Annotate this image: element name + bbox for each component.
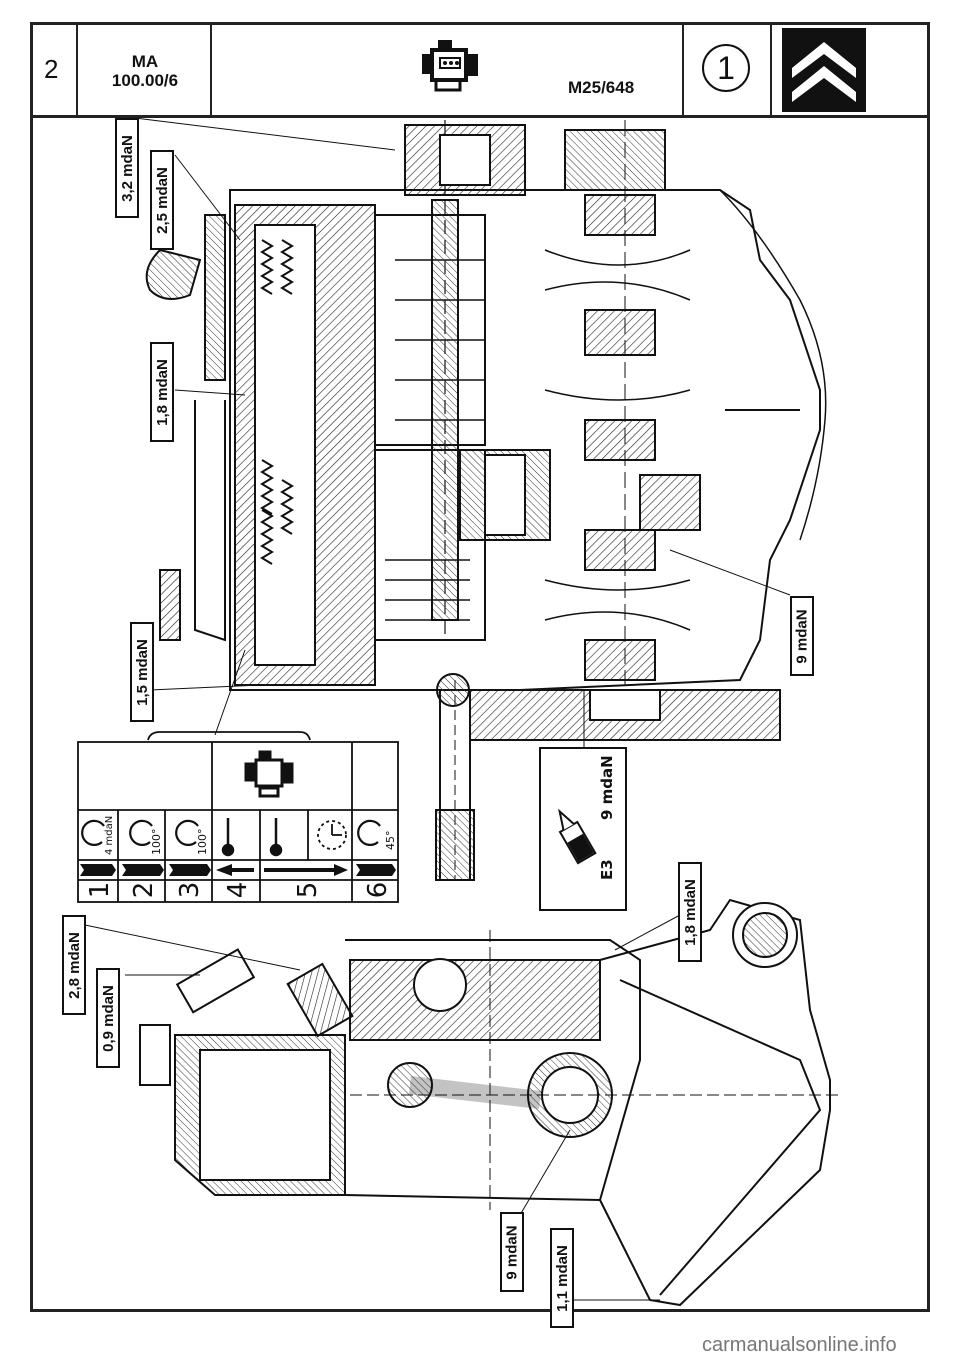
seq-value-2: 100°	[150, 829, 163, 856]
seq-step-6: 6	[363, 882, 393, 899]
circled-number-cell: 1	[684, 22, 772, 118]
circled-number: 1	[702, 44, 750, 92]
sealant-box	[539, 747, 627, 911]
torque-label-2-5: 2,5 mdaN	[150, 150, 174, 250]
torque-label-1-5: 1,5 mdaN	[130, 622, 154, 722]
title-cell: M25/648	[212, 22, 684, 118]
citroen-logo	[782, 28, 866, 112]
sealant-product: E3	[598, 859, 616, 880]
drawing-code: M25/648	[568, 78, 635, 97]
reference-cell: MA 100.00/6	[78, 22, 212, 118]
seq-value-1: 4 mdaN	[104, 816, 115, 855]
logo-cell	[772, 22, 930, 118]
leader-lines	[84, 117, 791, 1301]
header-bar: 2 MA 100.00/6 M25/648 1	[30, 22, 930, 118]
sequence-text: 1 2 3 4 5 6 4 mdaN 100° 100° 45°	[85, 816, 397, 899]
ref-line-1: MA	[131, 52, 159, 71]
ref-line-2: 100.00/6	[111, 71, 179, 90]
torque-label-1-8-bottom: 1,8 mdaN	[678, 862, 702, 962]
torque-label-0-9: 0,9 mdaN	[96, 968, 120, 1068]
engine-longitudinal-section	[145, 120, 827, 881]
seq-step-4: 4	[223, 882, 253, 899]
seq-step-5: 5	[293, 882, 323, 899]
page-number-cell: 2	[30, 22, 78, 118]
header-divider	[30, 115, 930, 118]
torque-label-9-bottom: 9 mdaN	[500, 1212, 524, 1292]
torque-label-1-8-top: 1,8 mdaN	[150, 342, 174, 442]
seq-value-6: 45°	[384, 831, 397, 851]
engine-cross-section	[139, 898, 840, 1307]
page-frame	[30, 22, 930, 1312]
torque-label-3-2: 3,2 mdaN	[115, 118, 139, 218]
torque-label-2-8: 2,8 mdaN	[62, 915, 86, 1015]
seq-step-1: 1	[85, 882, 115, 899]
tightening-sequence-table	[77, 731, 399, 903]
seq-step-3: 3	[175, 882, 205, 899]
torque-label-9-right: 9 mdaN	[790, 596, 814, 676]
page-number: 2	[44, 54, 59, 84]
sealant-torque: 9 mdaN	[598, 755, 616, 820]
seq-value-3: 100°	[196, 829, 209, 856]
engine-icon	[422, 40, 478, 92]
footer-watermark: carmanualsonline.info	[702, 1334, 897, 1356]
seq-step-2: 2	[129, 882, 159, 899]
torque-label-1-1: 1,1 mdaN	[550, 1228, 574, 1328]
